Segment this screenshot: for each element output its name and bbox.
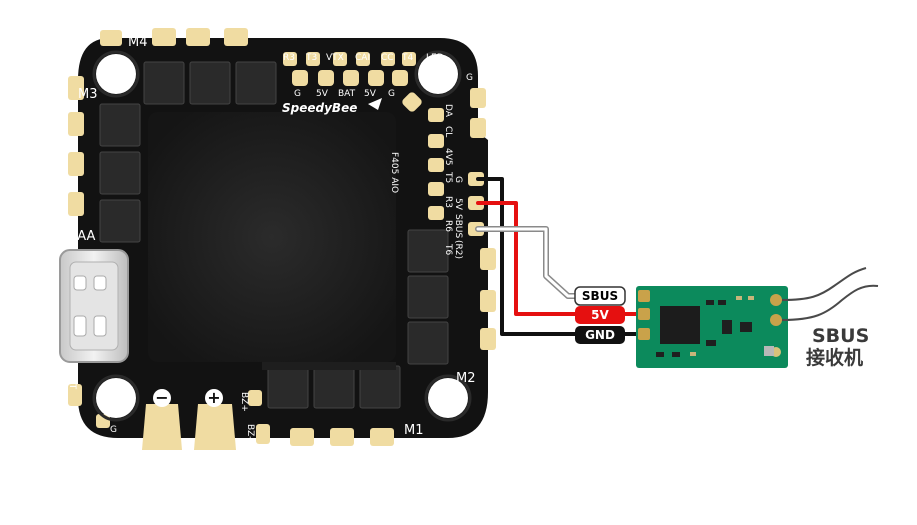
top-pad-label-5: T4: [401, 53, 413, 63]
top-pad-label-3: CAI: [355, 53, 370, 63]
5v-wire: [476, 201, 580, 316]
antenna-2: [781, 284, 879, 321]
top-pad-label-4: CC: [381, 53, 394, 63]
sbus-receiver: [636, 267, 879, 368]
wires: [475, 177, 642, 336]
left-label-aaa: AAA: [68, 229, 96, 244]
top-pad-label-2: VTX: [326, 53, 344, 63]
top-pad-label-0: R3: [283, 53, 295, 63]
left-edge-pads: [68, 76, 84, 216]
main-chip-area: [148, 112, 396, 362]
uart-label-r2: (R2): [453, 240, 463, 259]
top-pad-label-6: LED: [426, 53, 444, 63]
top-pad-label-row2-2: BAT: [338, 89, 356, 99]
usb-c-port: [59, 249, 129, 363]
5v-label-box: [575, 306, 625, 324]
bottom-label-g: G: [110, 425, 117, 435]
bottom-label-bz-plus: BZ+: [239, 392, 249, 412]
bottom-label-bat: BAT: [67, 372, 77, 390]
bottom-label-bz-minus: BZ-: [245, 424, 255, 439]
right-pad-label-6: T6: [443, 243, 453, 255]
right-pad-label-0: DA: [443, 104, 453, 118]
top-edge-pads: [100, 28, 416, 86]
uart-label-g: G: [453, 176, 463, 183]
minus-symbol: −: [155, 388, 168, 407]
top-pad-label-row2-0: G: [294, 89, 301, 99]
right-pad-label-3: T5: [443, 171, 453, 183]
bottom-edge-pads: [68, 384, 394, 446]
right-edge-pads: [402, 88, 496, 350]
uart-label-5v: 5V: [453, 198, 463, 211]
top-pad-label-row2-4: G: [388, 89, 395, 99]
battery-pads: [142, 389, 236, 450]
5v-label: 5V: [591, 308, 609, 322]
top-pad-label-row2-1: 5V: [316, 89, 329, 99]
sbus-label-box: [574, 286, 626, 306]
corner-label-g: G: [466, 73, 473, 83]
gnd-wire: [476, 177, 580, 336]
antenna-1: [781, 267, 867, 301]
motor-label-m2: M2: [456, 371, 476, 386]
receiver-chip: [660, 306, 700, 344]
gnd-label: GND: [585, 328, 615, 342]
top-pad-label-row2-3: 5V: [364, 89, 377, 99]
motor-label-m1: M1: [404, 423, 424, 438]
model-label: F405 AIO: [389, 152, 399, 193]
motor-label-m3: M3: [78, 87, 98, 102]
right-pad-label-5: R6: [443, 220, 453, 232]
motor-label-m4: M4: [128, 35, 148, 50]
uart-label-sbus: SBUS: [453, 214, 463, 238]
receiver-label-line1: SBUS: [812, 325, 869, 347]
right-pad-label-1: CL: [443, 126, 453, 137]
mounting-holes: [92, 50, 472, 422]
plus-symbol: +: [207, 388, 220, 407]
minus-pad-circle: [153, 389, 171, 407]
brand-logo: SpeedyBee: [282, 101, 357, 115]
sbus-label: SBUS: [582, 289, 618, 303]
brand-logo-arrow: [368, 98, 382, 110]
receiver-label-line2: 接收机: [806, 346, 863, 369]
top-pad-label-1: T3: [305, 53, 317, 63]
plus-pad-circle: [205, 389, 223, 407]
wire-labels: SBUS 5V GND: [574, 286, 626, 344]
right-pad-label-4: R3: [443, 196, 453, 208]
main-chip-notch: [262, 362, 396, 370]
right-pad-label-2: 4V5: [443, 148, 453, 166]
gnd-label-box: [575, 326, 625, 344]
sbus-wire: [476, 227, 582, 298]
